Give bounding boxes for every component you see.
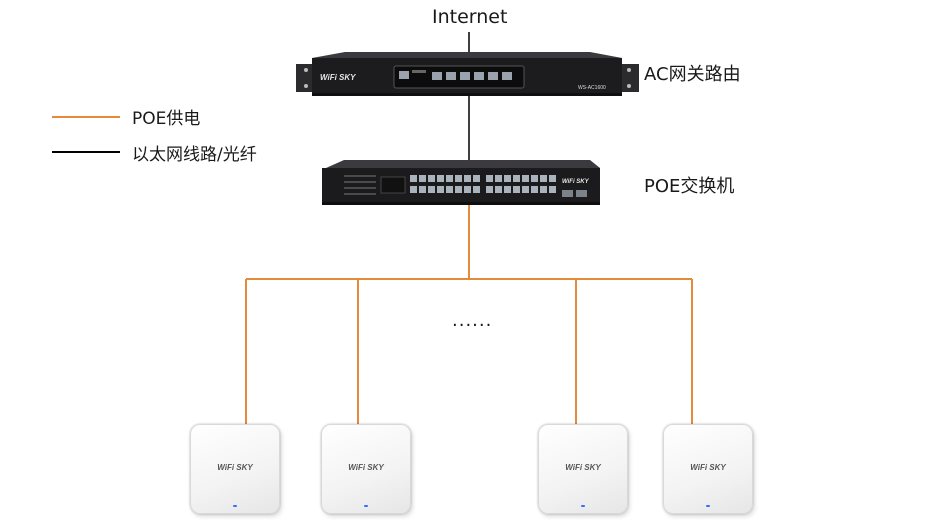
ac-router-device: WiFi SKY WS-AC1600 xyxy=(296,52,639,96)
ap-status-led xyxy=(706,505,710,507)
ap-brand-logo: WiFi SKY xyxy=(690,463,726,472)
router-ports xyxy=(399,71,512,80)
ac-router-label: AC网关路由 xyxy=(644,64,741,85)
switch-status-leds xyxy=(344,175,376,195)
more-aps-ellipsis: ...... xyxy=(452,310,493,331)
legend-ethernet-label: 以太网线路/光纤 xyxy=(132,145,257,165)
ap-status-led xyxy=(364,505,368,507)
legend-ethernet-line xyxy=(52,151,120,153)
internet-label: Internet xyxy=(432,6,508,28)
poe-switch-label: POE交换机 xyxy=(644,176,735,197)
poe-switch-device: WiFi SKY xyxy=(322,160,600,205)
switch-ports-group-2 xyxy=(486,175,556,193)
access-point-2: WiFi SKY xyxy=(321,424,411,514)
switch-sfp-ports xyxy=(562,190,587,197)
legend-poe-line xyxy=(52,116,120,118)
access-point-1: WiFi SKY xyxy=(190,424,280,514)
ap-brand-logo: WiFi SKY xyxy=(217,463,253,472)
access-point-3: WiFi SKY xyxy=(538,424,628,514)
ap-status-led xyxy=(581,505,585,507)
switch-ports-group-1 xyxy=(410,175,480,193)
switch-brand-logo: WiFi SKY xyxy=(562,179,590,185)
ap-status-led xyxy=(233,505,237,507)
router-model-label: WS-AC1600 xyxy=(578,85,606,91)
router-brand-logo: WiFi SKY xyxy=(320,73,356,82)
legend-poe-label: POE供电 xyxy=(132,109,201,129)
ap-brand-logo: WiFi SKY xyxy=(348,463,384,472)
poe-cabling xyxy=(245,204,693,425)
ap-brand-logo: WiFi SKY xyxy=(565,463,601,472)
access-point-4: WiFi SKY xyxy=(663,424,753,514)
